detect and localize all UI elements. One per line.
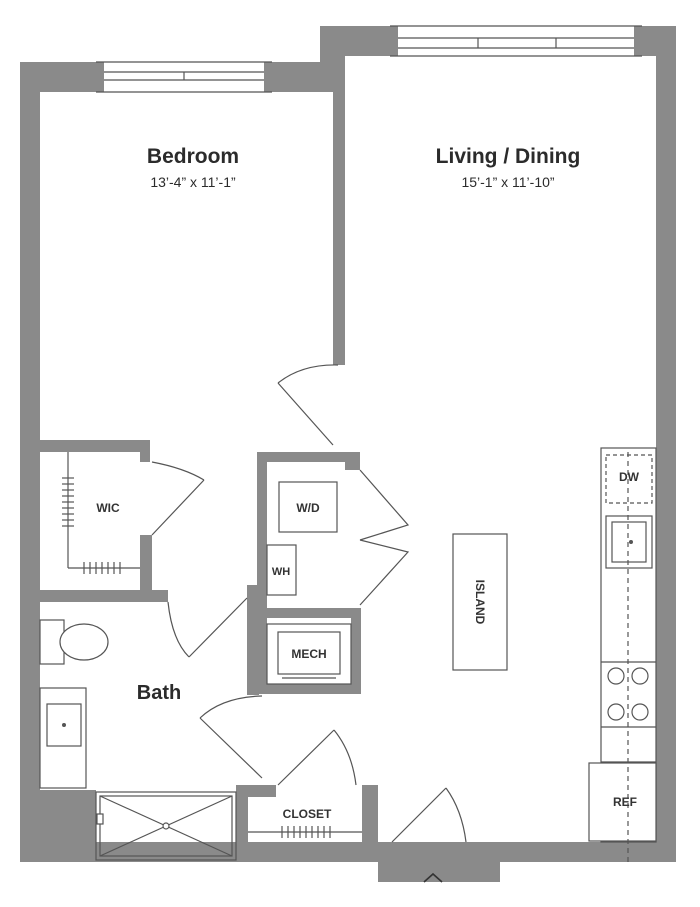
refrigerator-icon <box>588 762 657 842</box>
wic-shelving <box>62 452 140 574</box>
water-heater-icon <box>266 544 297 596</box>
bedroom-dimensions: 13’-4” x 11’-1” <box>150 174 236 190</box>
chevron-up-icon <box>423 872 443 883</box>
doors <box>151 364 467 843</box>
vanity-icon <box>39 687 87 789</box>
water-heater-label: WH <box>272 566 290 578</box>
island-label: ISLAND <box>473 580 487 625</box>
washer-dryer-icon <box>278 481 338 533</box>
bedroom-label: Bedroom <box>147 145 239 168</box>
refrigerator-label: REF <box>613 795 637 809</box>
toilet-icon <box>39 619 109 665</box>
kitchen-sink-icon <box>605 515 653 569</box>
bath-wall-block <box>20 790 96 862</box>
living-window <box>390 25 642 57</box>
dishwasher-icon <box>605 454 653 504</box>
dishwasher-label: DW <box>619 470 640 484</box>
mech-label: MECH <box>291 647 326 661</box>
mech-unit-icon <box>266 623 352 685</box>
interior-walls <box>40 92 522 862</box>
kitchen-island-icon <box>452 533 508 671</box>
bath-label: Bath <box>137 682 181 704</box>
living-dining-dimensions: 15’-1” x 11’-10” <box>461 174 554 190</box>
closet-rod <box>248 826 362 838</box>
shower-icon <box>95 791 237 861</box>
wic-label: WIC <box>96 501 120 515</box>
living-dining-label: Living / Dining <box>436 145 581 168</box>
bedroom-window <box>96 61 272 93</box>
washer-dryer-label: W/D <box>296 501 320 515</box>
closet-label: CLOSET <box>283 807 332 821</box>
cooktop-icon <box>607 667 649 721</box>
